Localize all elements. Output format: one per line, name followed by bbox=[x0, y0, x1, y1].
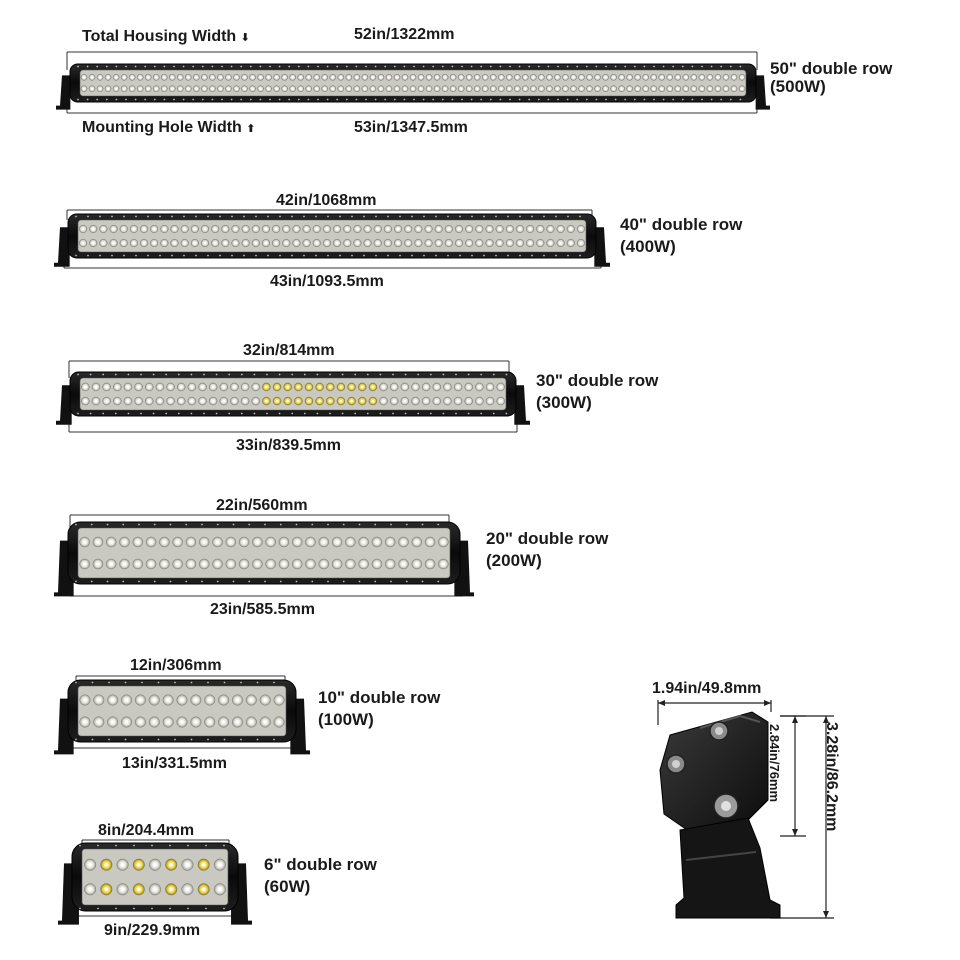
bar6-power: (60W) bbox=[264, 877, 311, 896]
bar40-model: 40" double row bbox=[620, 215, 743, 234]
bar40-drawing bbox=[54, 209, 610, 269]
bar50-model: 50" double row bbox=[770, 59, 893, 78]
mounting-bracket bbox=[657, 700, 834, 919]
arrow-up-icon: ⬆ bbox=[246, 123, 256, 135]
bar6-model: 6" double row bbox=[264, 855, 377, 874]
bar30-housing-dim: 32in/814mm bbox=[243, 342, 335, 359]
bar20-drawing bbox=[54, 514, 474, 597]
bar6-drawing bbox=[58, 839, 252, 925]
mounting-width-label: Mounting Hole Width ⬆ bbox=[82, 119, 255, 138]
bar50-label: 50" double row (500W) bbox=[770, 58, 892, 98]
bar50-housing-dim: 52in/1322mm bbox=[354, 26, 455, 43]
bar40-label: 40" double row (400W) bbox=[620, 214, 742, 258]
bar40-housing-dim: 42in/1068mm bbox=[276, 192, 377, 209]
bar20-model: 20" double row bbox=[486, 529, 609, 548]
bar50-mounting-dim: 53in/1347.5mm bbox=[354, 119, 468, 136]
bar10-label: 10" double row (100W) bbox=[318, 687, 440, 731]
bar6-housing-dim: 8in/204.4mm bbox=[98, 822, 195, 839]
housing-width-text: Total Housing Width bbox=[82, 28, 237, 45]
bar20-power: (200W) bbox=[486, 551, 542, 570]
bar10-housing-dim: 12in/306mm bbox=[130, 657, 222, 674]
bar40-power: (400W) bbox=[620, 237, 676, 256]
bar20-mounting-dim: 23in/585.5mm bbox=[210, 601, 315, 618]
bar30-model: 30" double row bbox=[536, 371, 659, 390]
bar6-label: 6" double row (60W) bbox=[264, 854, 377, 898]
bracket-width-dim: 1.94in/49.8mm bbox=[652, 680, 762, 697]
arrow-down-icon: ⬇ bbox=[240, 32, 250, 44]
bar40-mounting-dim: 43in/1093.5mm bbox=[270, 273, 384, 290]
housing-width-label: Total Housing Width ⬇ bbox=[82, 28, 250, 47]
bar10-power: (100W) bbox=[318, 710, 374, 729]
bar50-drawing bbox=[56, 51, 770, 114]
bar10-mounting-dim: 13in/331.5mm bbox=[122, 755, 227, 772]
bar50-power: (500W) bbox=[770, 77, 826, 96]
bar10-model: 10" double row bbox=[318, 688, 441, 707]
bar10-drawing bbox=[54, 675, 310, 755]
bar30-mounting-dim: 33in/839.5mm bbox=[236, 437, 341, 454]
bar30-label: 30" double row (300W) bbox=[536, 370, 658, 414]
bar30-drawing bbox=[56, 360, 530, 433]
bar20-housing-dim: 22in/560mm bbox=[216, 497, 308, 514]
bar6-mounting-dim: 9in/229.9mm bbox=[104, 922, 201, 939]
light-bars bbox=[54, 51, 770, 925]
bar30-power: (300W) bbox=[536, 393, 592, 412]
bar20-label: 20" double row (200W) bbox=[486, 528, 608, 572]
mounting-width-text: Mounting Hole Width bbox=[82, 119, 242, 136]
